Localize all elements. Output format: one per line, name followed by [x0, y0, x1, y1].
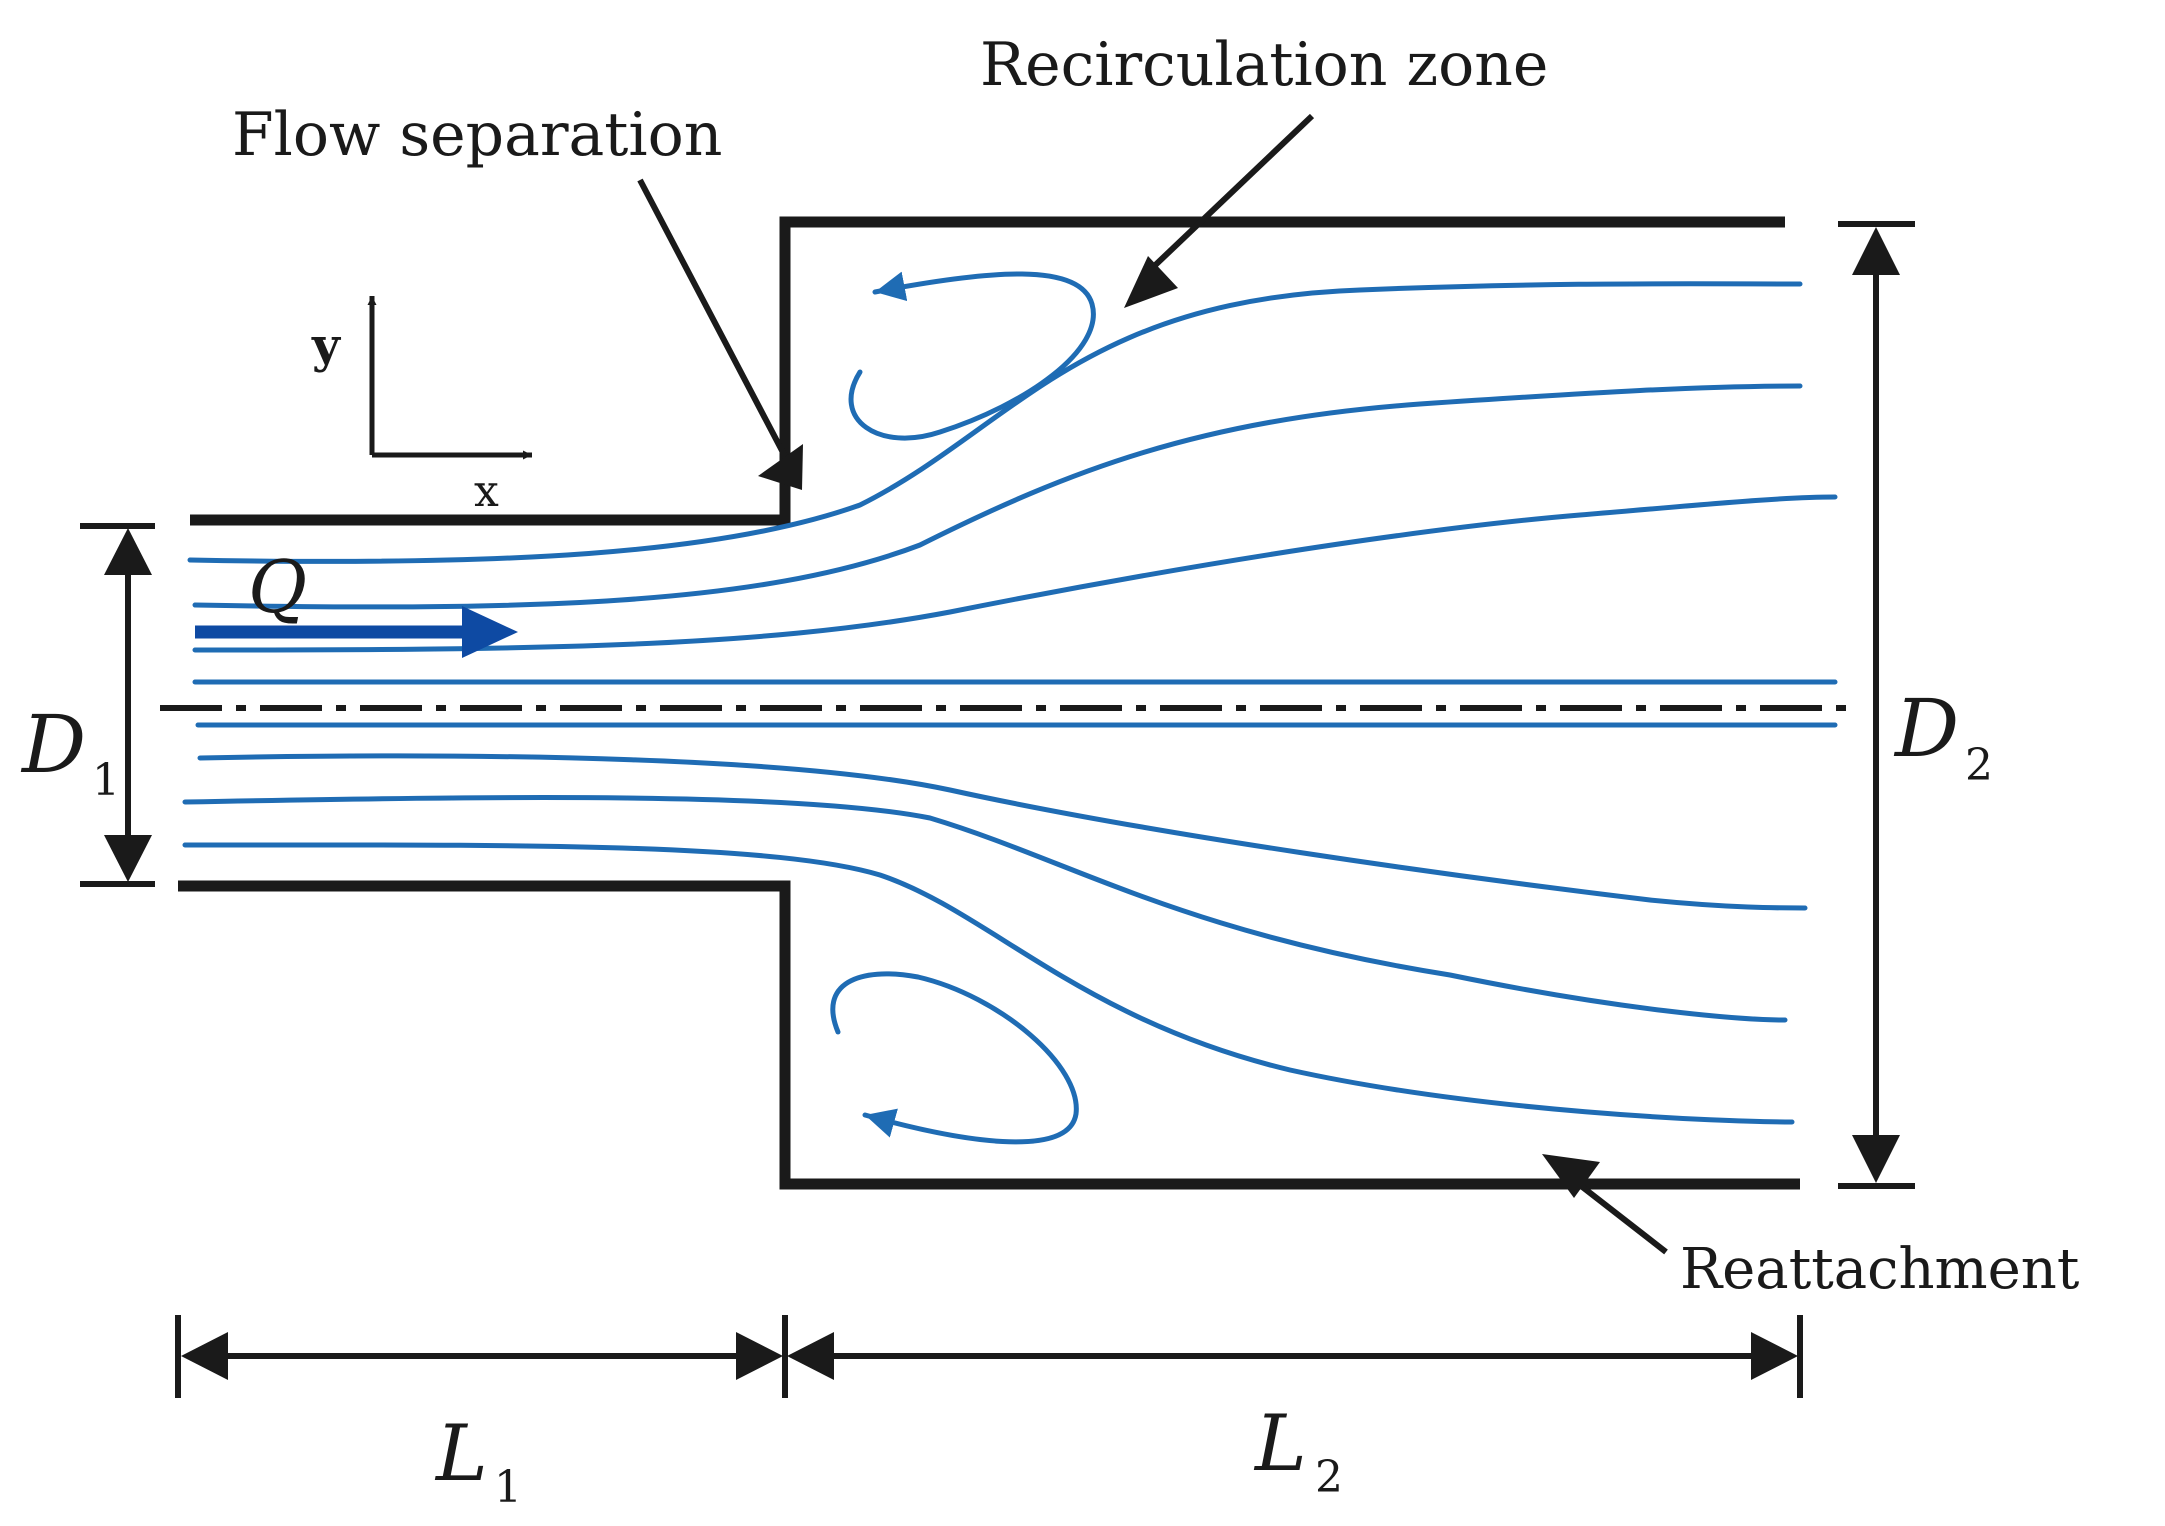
- streamline: [182, 842, 1795, 1125]
- streamline: [192, 494, 1838, 653]
- flow-rate-label: Q: [248, 545, 307, 629]
- d2-main: D: [1893, 682, 1959, 775]
- lower-wall: [178, 880, 1800, 1190]
- reattachment-leader: [1574, 1179, 1668, 1255]
- axis-y-label: y: [311, 318, 342, 374]
- streamlines: [182, 281, 1838, 1125]
- upper-vortex: [848, 271, 1096, 441]
- dimension-l2: [782, 1315, 1803, 1398]
- upper-wall: [190, 216, 1785, 526]
- l2-main: L: [1253, 1399, 1307, 1489]
- l1-subscript: 1: [494, 1462, 522, 1513]
- d2-subscript: 2: [1965, 740, 1993, 791]
- recirculation-zone-label: Recirculation zone: [980, 30, 1548, 100]
- leader-lines: [637, 113, 1668, 1255]
- dimension-l1: [175, 1315, 783, 1398]
- l1-main: L: [434, 1409, 488, 1499]
- streamline: [182, 795, 1788, 1023]
- d1-main: D: [20, 698, 86, 791]
- l2-subscript: 2: [1315, 1452, 1343, 1503]
- streamline: [187, 281, 1803, 564]
- recirculation-leader: [1145, 113, 1315, 275]
- streamline: [192, 383, 1803, 610]
- l1-label: L 1: [434, 1409, 522, 1513]
- flow-separation-label: Flow separation: [232, 100, 722, 170]
- d2-label: D 2: [1893, 682, 1993, 791]
- d1-label: D 1: [20, 698, 120, 806]
- d1-subscript: 1: [92, 755, 120, 806]
- axis-x-label: x: [474, 466, 499, 517]
- streamline: [197, 753, 1808, 911]
- dimension-d1: [80, 523, 155, 887]
- separation-leader: [637, 178, 791, 464]
- dimension-d2: [1838, 221, 1915, 1189]
- pipe-walls: [178, 216, 1800, 1190]
- l2-label: L 2: [1253, 1399, 1343, 1503]
- coordinate-axes: [367, 296, 532, 460]
- recirculation-vortices: [830, 271, 1096, 1145]
- reattachment-label: Reattachment: [1680, 1237, 2080, 1302]
- lower-vortex: [830, 971, 1079, 1145]
- flow-arrow: [195, 606, 518, 658]
